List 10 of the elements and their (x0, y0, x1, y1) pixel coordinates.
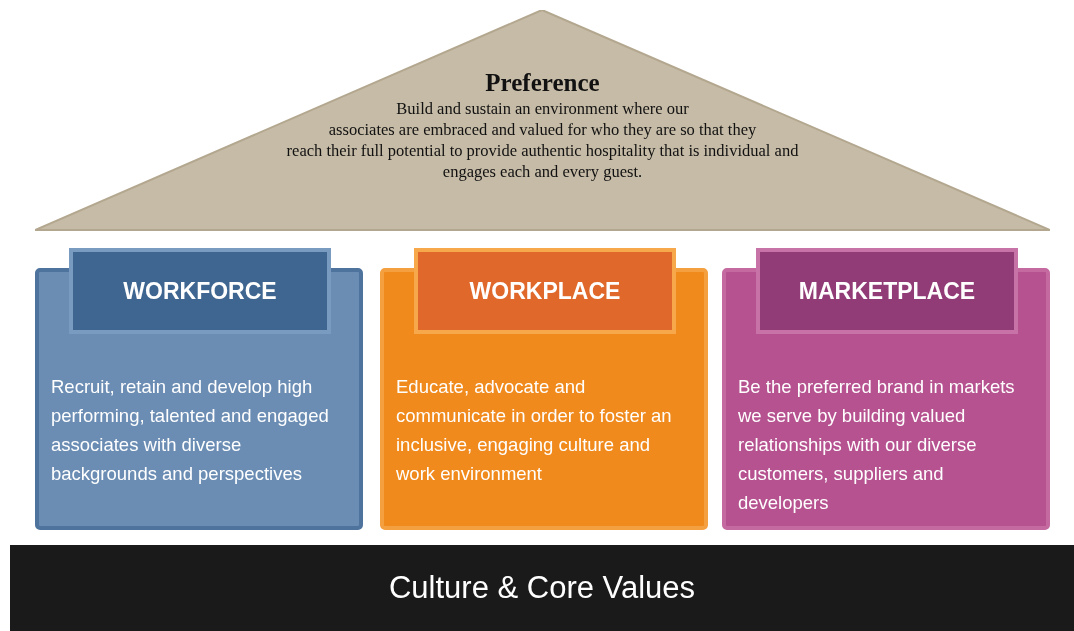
foundation-band (10, 545, 1074, 631)
pillar-text: Be the preferred brand in markets we serve by building valued relationships with our diverse customers, suppliers and developers (738, 375, 1016, 515)
pillar-text: Educate, advocate and communicate in order to foster an inclusive, engaging culture and work environment (396, 375, 673, 486)
heading-tab: MARKETPLACE (756, 248, 1018, 334)
roof-title: Preference (485, 69, 600, 96)
heading-tab: WORKPLACE (414, 248, 676, 334)
pillar-text: Recruit, retain and develop high performing, talented and engaged associates with diverse backgrounds and perspectives (51, 375, 330, 486)
foundation-text: Culture & Core Values (388, 570, 696, 606)
roof-text: Build and sustain an environment where our associates are embraced and valued for who they are so that they reach their full potential to provide authentic hospitality that is individual and engages each and every guest. (286, 99, 799, 181)
heading-tab: WORKFORCE (69, 248, 331, 334)
